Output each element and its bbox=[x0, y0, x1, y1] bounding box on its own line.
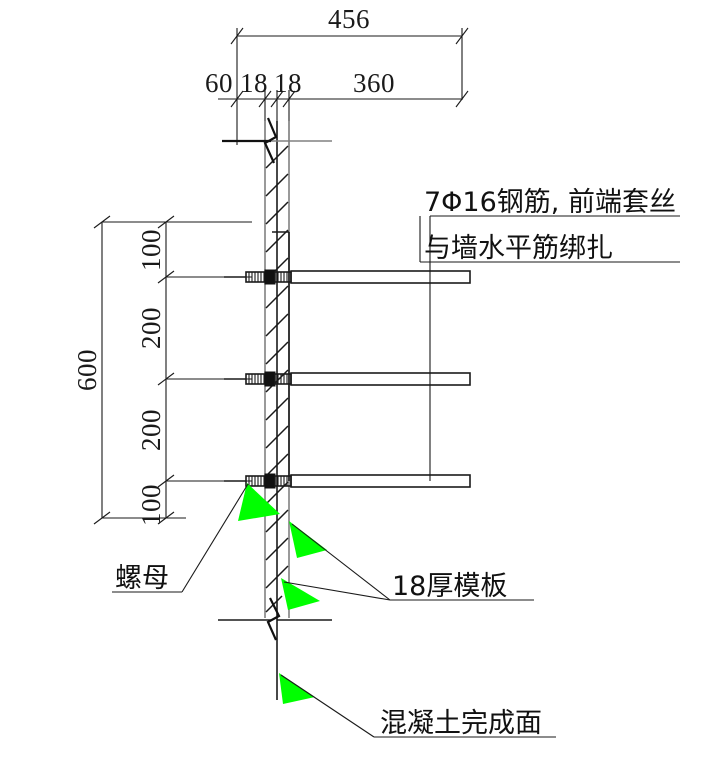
nut-label-group: 螺母 bbox=[112, 483, 249, 594]
green-arrow-group bbox=[238, 483, 327, 704]
dim-v-200-upper: 200 bbox=[136, 307, 166, 349]
dim-v-100-bot: 100 bbox=[136, 484, 166, 526]
tie-rod-1 bbox=[224, 269, 471, 285]
formwork-label: 18厚模板 bbox=[392, 571, 507, 602]
dim-v-200-lower: 200 bbox=[136, 409, 166, 451]
green-arrow-formwork-upper bbox=[289, 521, 327, 558]
rod-2-shaft bbox=[290, 372, 471, 386]
dim-tick-overall-left bbox=[230, 27, 244, 45]
dim-segment-360: 360 bbox=[353, 68, 395, 98]
dim-tick-s0 bbox=[230, 90, 244, 108]
dim-tick-s4 bbox=[455, 90, 469, 108]
dim-tick-s2 bbox=[270, 90, 284, 108]
dim-segment-60: 60 bbox=[205, 68, 233, 98]
nut-label: 螺母 bbox=[115, 563, 169, 594]
concrete-face-label: 混凝土完成面 bbox=[380, 708, 542, 739]
dim-v-100-top: 100 bbox=[136, 229, 166, 271]
rod-1-nut bbox=[264, 269, 276, 285]
tie-rod-3 bbox=[224, 473, 471, 489]
horizontal-dimension-group: 456 60 18 18 360 bbox=[205, 4, 469, 150]
dim-tick-s3 bbox=[282, 90, 296, 108]
formwork-hatching bbox=[265, 145, 289, 613]
dim-tick-overall-right bbox=[455, 27, 469, 45]
break-line-bottom bbox=[218, 597, 332, 641]
green-arrow-concrete-face bbox=[279, 673, 315, 704]
green-arrow-nut bbox=[238, 483, 280, 521]
dim-overall-456: 456 bbox=[328, 4, 370, 34]
dim-tick-s1 bbox=[258, 90, 272, 108]
break-line-top bbox=[222, 117, 332, 164]
formwork-leader-lower bbox=[283, 581, 391, 601]
green-arrow-formwork-lower bbox=[281, 578, 320, 610]
rod-2-thread-inner bbox=[274, 373, 292, 385]
formwork-leader-upper bbox=[291, 523, 391, 601]
tie-rod-group bbox=[224, 269, 471, 489]
rebar-note-line-2: 与墙水平筋绑扎 bbox=[424, 233, 613, 264]
rod-3-nut bbox=[264, 473, 276, 489]
dim-segment-18a: 18 bbox=[240, 68, 268, 98]
dim-overall-600: 600 bbox=[72, 349, 102, 391]
rod-3-shaft bbox=[290, 474, 471, 488]
dim-segment-18b: 18 bbox=[274, 68, 302, 98]
formwork-label-group: 18厚模板 bbox=[283, 523, 534, 602]
concrete-face-leader bbox=[280, 674, 375, 738]
rod-2-nut bbox=[264, 371, 276, 387]
rod-1-shaft bbox=[290, 270, 471, 284]
nut-leader bbox=[181, 483, 249, 593]
rebar-note-line-1: 7Φ16钢筋, 前端套丝 bbox=[424, 187, 676, 218]
concrete-face-label-group: 混凝土完成面 bbox=[280, 674, 556, 739]
vertical-dimension-group: 600 100 200 200 100 bbox=[72, 215, 252, 526]
formwork-panel bbox=[264, 121, 290, 700]
tie-rod-2 bbox=[224, 371, 471, 387]
rebar-note-group: 7Φ16钢筋, 前端套丝 与墙水平筋绑扎 bbox=[419, 187, 680, 481]
